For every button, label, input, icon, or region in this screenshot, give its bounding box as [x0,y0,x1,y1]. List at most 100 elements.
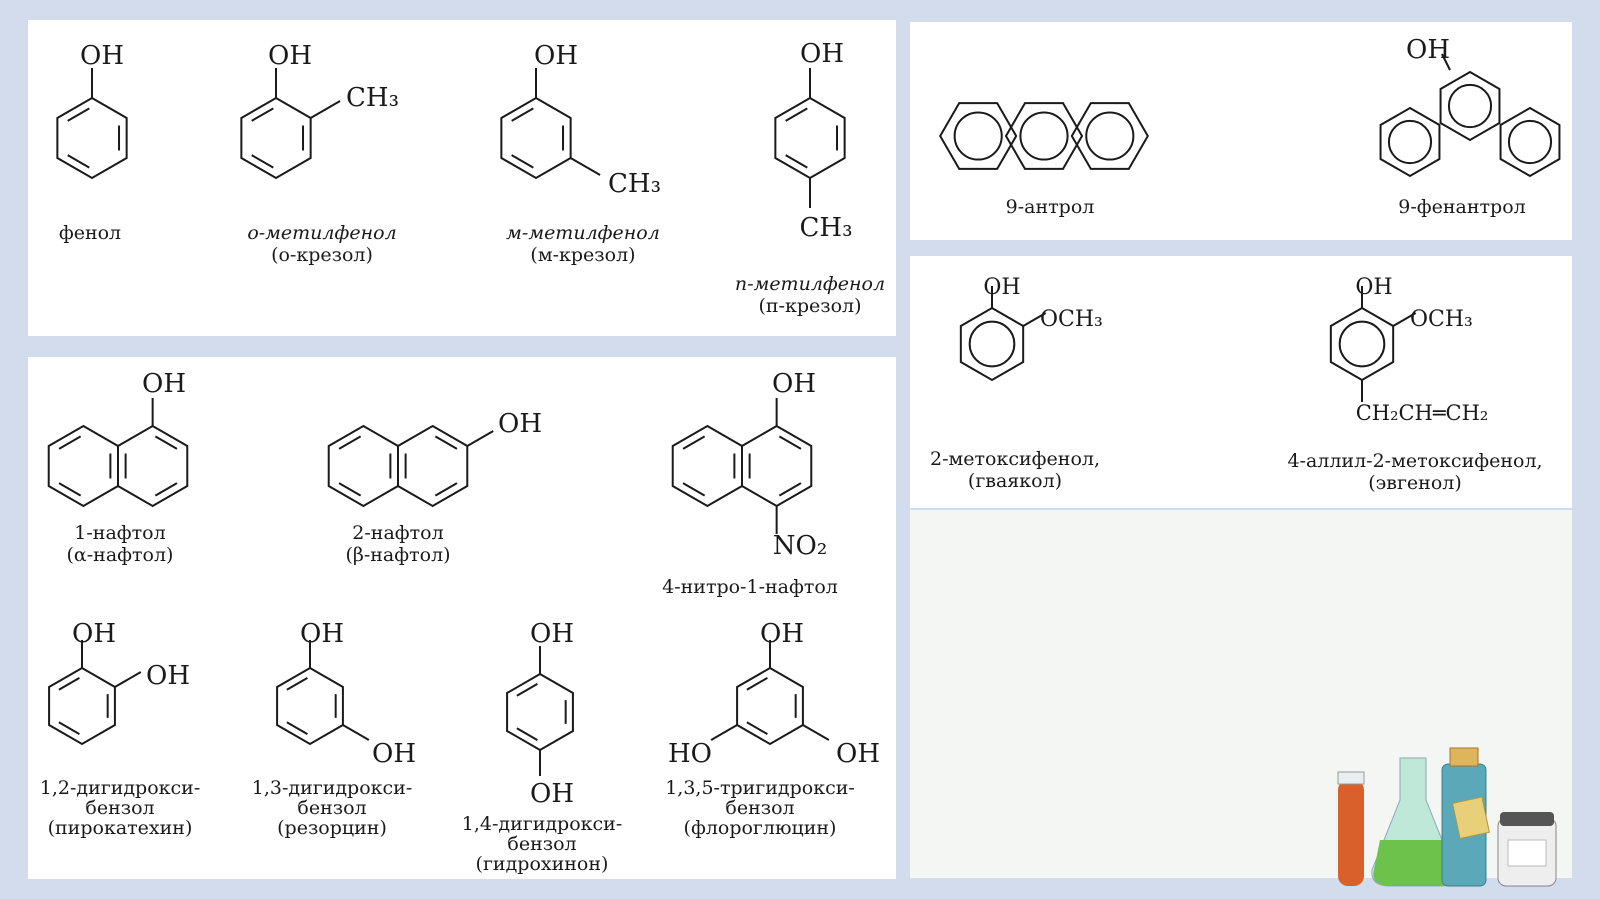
double-bond [516,727,538,742]
double-bond [58,482,82,497]
och3-bond [1392,312,1417,327]
label-phenanthrol: 9-фенантрол [1398,196,1526,218]
oh-bond [342,724,370,741]
phenol-oh: OH [80,41,124,71]
oh-bond [466,430,494,447]
1-naphthol-right [117,424,189,508]
anthrol-ring-middle [1004,102,1084,170]
eugenol-och3: OCH₃ [1410,307,1473,332]
label-eugenol: 4-аллил-2-метоксифенол,(эвгенол) [1287,450,1543,494]
o-cresol-ring [240,96,312,180]
double-bond [516,682,538,697]
double-bond [785,107,808,122]
label-4-nitro-1-naphthol: 4-нитро-1-нафтол [662,576,838,598]
double-bond [58,435,82,450]
och3-bond [1022,312,1047,327]
m-cresol-ring [500,96,572,180]
hydroquinone-ring [506,672,574,752]
double-bond [785,154,808,169]
o-cresol-ch3: CH₃ [346,83,399,113]
aromatic-circle [968,320,1016,368]
pyrocatechol-oh2: OH [146,661,190,691]
phenanthrol-oh: OH [1406,35,1450,65]
double-bond [251,107,274,122]
double-bond [434,482,458,497]
o-cresol-oh: OH [268,41,312,71]
nitronaphthol-oh: OH [772,369,816,399]
panel-cresols [28,20,896,336]
aromatic-circle [953,111,1003,161]
2-naphthol-right [397,424,469,508]
pyrocatechol-ring [48,666,116,746]
pyrocatechol-oh1: OH [72,619,116,649]
label-2-naphthol: 2-нафтол(β-нафтол) [345,522,451,566]
oh-bond [710,724,738,741]
1-naphthol-oh: OH [142,369,186,399]
hydroquinone-oh1: OH [530,619,574,649]
4-nitro-1-naphthol-right [741,424,813,508]
ch3-bond [310,100,341,119]
oh-bond [802,724,830,741]
double-bond [511,154,534,169]
double-bond [511,107,534,122]
label-1-naphthol: 1-нафтол(α-нафтол) [66,522,174,566]
double-bond [746,721,768,736]
anthrol-ring-left [939,102,1018,170]
phloroglucinol-ring [736,666,804,746]
p-cresol-ch3: CH₃ [800,213,853,243]
2-naphthol-left [327,424,399,508]
label-resorcinol: 1,3-дигидрокси-бензол(резорцин) [251,777,413,839]
1-naphthol-left [47,424,119,508]
phloroglucinol-oh2: OH [836,739,880,769]
phenol-ring [56,96,128,180]
double-bond [338,435,362,450]
oh-bond [114,671,142,688]
aromatic-circle [1507,119,1553,165]
label-guaiacol: 2-метоксифенол,(гваякол) [930,448,1100,492]
aromatic-circle [1338,320,1386,368]
label-phenol: фенол [58,222,122,244]
double-bond [338,482,362,497]
phloroglucinol-ho: HO [668,739,712,769]
m-cresol-oh: OH [534,41,578,71]
guaiacol-oh: OH [983,275,1020,300]
phenanthrol-ring-left [1379,106,1441,178]
panel-methoxyphenols [910,256,1572,508]
double-bond [434,435,458,450]
guaiacol-och3: OCH₃ [1040,307,1103,332]
label-phloroglucinol: 1,3,5-тригидрокси-бензол(флороглюцин) [665,777,855,839]
double-bond [286,676,308,691]
hydroquinone-oh2: OH [530,779,574,809]
double-bond [58,676,80,691]
eugenol-oh: OH [1355,275,1392,300]
anthrol-ring-right [1070,102,1149,170]
ch3-bond [570,157,601,176]
aromatic-circle [1019,111,1069,161]
double-bond [778,435,802,450]
oh-bond [1441,53,1451,71]
double-bond [682,482,706,497]
p-cresol-oh: OH [800,39,844,69]
double-bond [67,107,90,122]
p-cresol-ring [774,96,846,180]
double-bond [154,435,178,450]
double-bond [746,676,768,691]
label-pyrocatechol: 1,2-дигидрокси-бензол(пирокатехин) [39,777,201,839]
double-bond [251,154,274,169]
label-m-cresol: м-метилфенол(м-крезол) [506,222,660,266]
eugenol-allyl: CH₂CH═CH₂ [1356,401,1489,425]
resorcinol-ring [276,666,344,746]
phloroglucinol-oh1: OH [760,619,804,649]
label-hydroquinone: 1,4-дигидрокси-бензол(гидрохинон) [461,813,623,875]
double-bond [67,154,90,169]
resorcinol-oh1: OH [300,619,344,649]
double-bond [778,482,802,497]
phenanthrol-ring-top [1439,70,1501,142]
label-anthrol: 9-антрол [1005,196,1095,218]
lab-glassware-icon [1337,747,1557,887]
double-bond [286,721,308,736]
label-o-cresol: о-метилфенол(о-крезол) [247,222,397,266]
aromatic-circle [1447,83,1493,129]
2-naphthol-oh: OH [498,409,542,439]
